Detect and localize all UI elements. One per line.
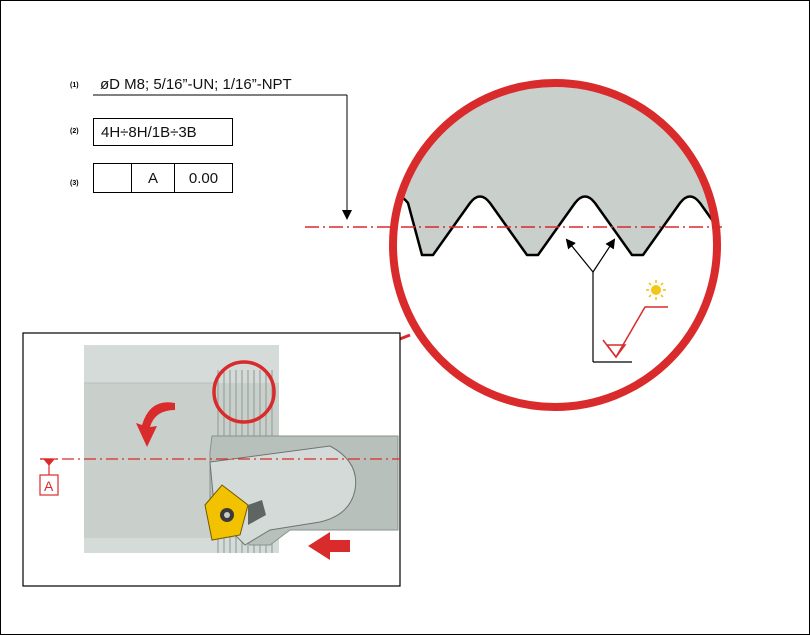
- datum-label: A: [44, 478, 54, 494]
- callout-number-3: (3): [70, 180, 79, 187]
- fcf-symbol-cell: [94, 164, 132, 192]
- magnified-thread-view: [393, 83, 717, 407]
- fcf-datum-cell: A: [132, 164, 175, 192]
- feed-arrow-icon: [308, 532, 350, 560]
- leader-line: [93, 94, 352, 220]
- feature-control-frame: A 0.00: [93, 163, 233, 193]
- magnifier-circle: [389, 79, 721, 411]
- flank-leader: [565, 238, 632, 363]
- rotation-arrow-icon: [136, 402, 175, 447]
- detail-circle: [212, 360, 276, 424]
- surface-finish-icon: [602, 306, 668, 359]
- datum-symbol: [39, 458, 59, 496]
- callout-number-2: (2): [70, 128, 79, 135]
- tolerance-class-box: 4H÷8H/1B÷3B: [93, 118, 233, 146]
- thread-spec-text: øD M8; 5/16”-UN; 1/16”-NPT: [100, 76, 292, 93]
- machining-inset: [39, 345, 400, 560]
- sun-icon: [646, 280, 666, 300]
- callout-number-1: (1): [70, 82, 79, 89]
- tolerance-class-text: 4H÷8H/1B÷3B: [101, 123, 197, 141]
- fcf-tolerance-cell: 0.00: [188, 169, 219, 187]
